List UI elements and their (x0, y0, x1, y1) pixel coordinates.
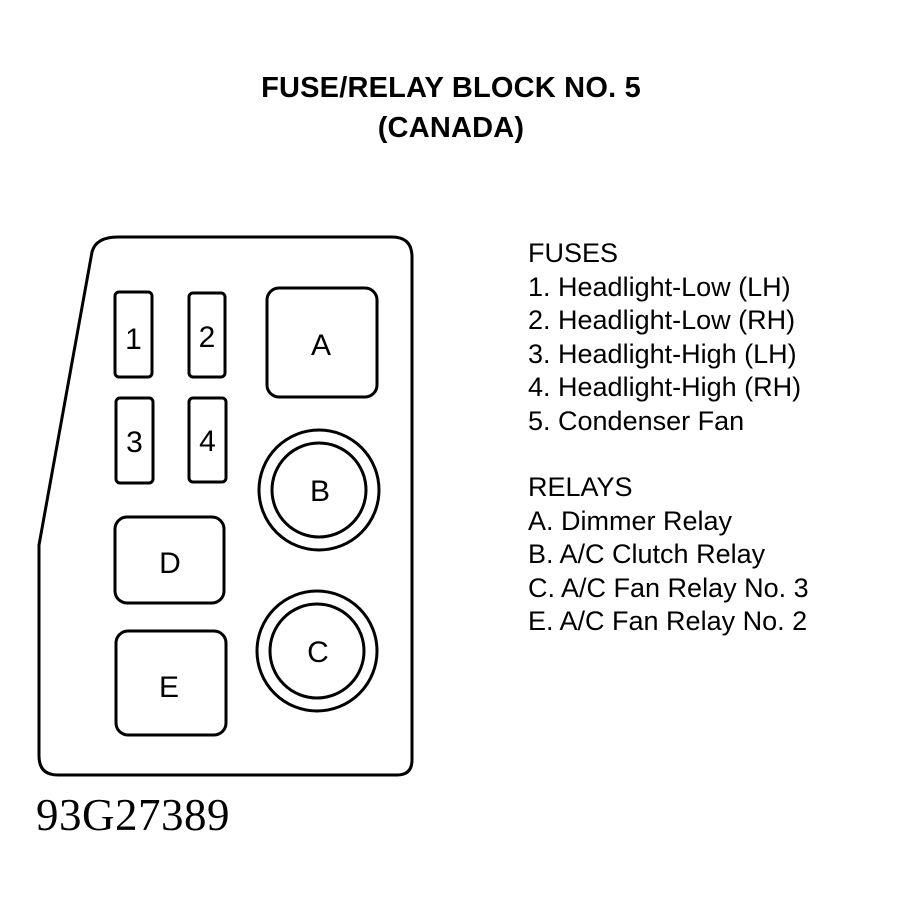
diagram-title: FUSE/RELAY BLOCK NO. 5 (CANADA) (0, 68, 902, 148)
title-line-2: (CANADA) (377, 112, 525, 144)
relay-legend-item: A. Dimmer Relay (528, 505, 733, 536)
fuse-4: 4 (187, 396, 228, 484)
relay-legend-item: E. A/C Fan Relay No. 2 (528, 606, 808, 636)
relay-c-label: C (307, 636, 329, 669)
relay-d-label: D (159, 547, 181, 580)
fuse-1-label: 1 (125, 323, 142, 356)
fuse-2-body (187, 291, 227, 379)
fuse-4-label: 4 (199, 425, 216, 458)
fuse-legend-item: 2. Headlight-Low (RH) (528, 305, 796, 335)
relay-a-label: A (311, 329, 331, 362)
title-line-1: FUSE/RELAY BLOCK NO. 5 (261, 72, 641, 104)
fuse-legend-item: 5. Condenser Fan (528, 405, 745, 436)
fuse-legend-item: 4. Headlight-High (RH) (528, 372, 802, 402)
legend: FUSES 1. Headlight-Low (LH) 2. Headlight… (528, 237, 809, 639)
relays-heading: RELAYS (528, 472, 633, 502)
relay-legend-item: C. A/C Fan Relay No. 3 (528, 572, 809, 603)
fuse-3-label: 3 (126, 426, 143, 459)
fuse-2: 2 (187, 291, 227, 379)
relay-b: B (257, 428, 381, 552)
legend-spacer (528, 438, 809, 471)
relay-c: C (255, 589, 379, 713)
figure-id: 93G27389 (36, 790, 230, 840)
fuse-4-body (187, 396, 228, 484)
fuse-2-label: 2 (199, 321, 216, 354)
fuse-3: 3 (114, 396, 155, 485)
fuse-3-body (114, 396, 155, 485)
fuse-1-body (113, 290, 154, 379)
relay-a-body (265, 286, 379, 399)
block-outline (37, 235, 414, 777)
relay-e-body (114, 629, 228, 737)
relay-e-label: E (159, 671, 179, 704)
fuse-legend-item: 1. Headlight-Low (LH) (528, 271, 791, 302)
relay-e: E (114, 629, 228, 737)
relay-a: A (265, 286, 379, 399)
relay-d-body (113, 515, 226, 605)
relay-b-inner-ring (270, 441, 368, 539)
fuse-1: 1 (113, 290, 154, 379)
relay-d: D (113, 515, 226, 605)
relay-legend-item: B. A/C Clutch Relay (528, 539, 766, 569)
fuse-legend-item: 3. Headlight-High (LH) (528, 338, 797, 369)
relay-b-label: B (310, 475, 330, 508)
fuses-heading: FUSES (528, 238, 619, 268)
relay-c-inner-ring (268, 602, 366, 700)
